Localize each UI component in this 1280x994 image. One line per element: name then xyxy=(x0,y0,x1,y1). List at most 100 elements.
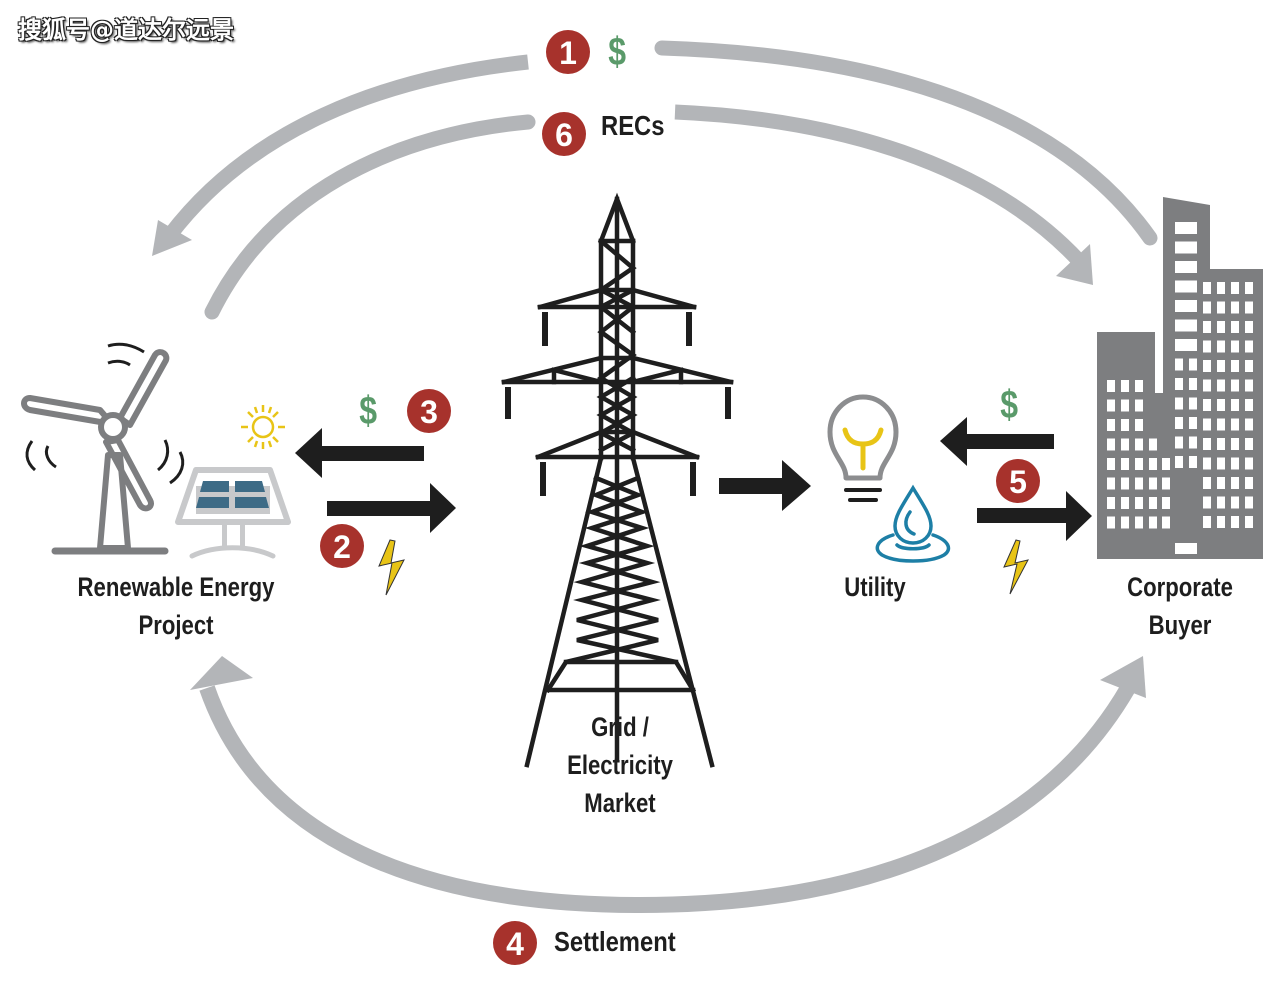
building-window xyxy=(1107,419,1115,431)
flow-arrow-1-payment xyxy=(152,40,1158,256)
arrow-project-to-grid xyxy=(327,483,456,533)
building-window xyxy=(1121,458,1129,470)
building-window xyxy=(1217,340,1225,353)
building-window xyxy=(1231,321,1239,333)
building-window xyxy=(1121,516,1129,529)
building-window xyxy=(1217,477,1225,489)
solar-panel-icon xyxy=(175,467,291,559)
building-window xyxy=(1203,282,1211,294)
wind-turbine-icon xyxy=(21,342,185,555)
lightning-bolt-icon-2 xyxy=(1003,539,1029,595)
building-window xyxy=(1245,399,1253,411)
building-window xyxy=(1107,516,1115,529)
building-window xyxy=(1217,516,1225,528)
building-window xyxy=(1245,516,1253,528)
building-window xyxy=(1245,496,1253,509)
step-number-6: 6 xyxy=(555,117,573,153)
building-window xyxy=(1189,436,1197,449)
building-window xyxy=(1245,301,1253,314)
transmission-tower-icon xyxy=(501,192,734,768)
building-window xyxy=(1175,241,1197,254)
building-window xyxy=(1245,438,1253,450)
sun-icon xyxy=(241,405,285,449)
building-window xyxy=(1175,436,1183,449)
building-window xyxy=(1135,419,1143,431)
building-window xyxy=(1217,321,1225,333)
grid-label: Grid / Electricity Market xyxy=(538,708,702,822)
step-badge-5: 5 xyxy=(996,459,1040,503)
building-window xyxy=(1162,497,1170,509)
step-badge-6: 6 xyxy=(542,112,586,156)
building-window xyxy=(1217,457,1225,470)
building-window xyxy=(1245,418,1253,431)
building-window xyxy=(1175,358,1183,371)
step-badge-4: 4 xyxy=(493,921,537,965)
building-window xyxy=(1245,340,1253,353)
building-window xyxy=(1231,399,1239,411)
building-window xyxy=(1217,399,1225,411)
building-window xyxy=(1175,339,1183,351)
building-window xyxy=(1175,280,1197,293)
office-building-icon xyxy=(1097,197,1263,559)
flow-arrow-4-settlement xyxy=(190,656,1146,914)
project-label: Renewable Energy Project xyxy=(53,568,299,644)
arrow-grid-to-project xyxy=(295,428,424,478)
building-window xyxy=(1203,379,1211,392)
building-window xyxy=(1203,301,1211,314)
buyer-label-line2: Buyer xyxy=(1148,610,1212,640)
dollar-icon-step-5: $ xyxy=(1000,383,1019,427)
building-window xyxy=(1245,360,1253,372)
building-window xyxy=(1175,417,1183,429)
building-window xyxy=(1231,379,1239,392)
building-window xyxy=(1217,418,1225,431)
building-window xyxy=(1162,516,1170,529)
building-window xyxy=(1175,319,1183,332)
building-window xyxy=(1245,321,1253,333)
step-badge-3: 3 xyxy=(407,389,451,433)
step-badge-1: 1 xyxy=(546,30,590,74)
building-window xyxy=(1107,458,1115,470)
building-window xyxy=(1107,497,1115,509)
building-window xyxy=(1203,438,1211,450)
building-window xyxy=(1189,358,1197,371)
dollar-icon-step-3: $ xyxy=(359,389,378,433)
building-window xyxy=(1189,319,1197,332)
building-window xyxy=(1203,496,1211,509)
watermark-text: 搜狐号@道达尔远景 xyxy=(18,16,234,44)
building-window xyxy=(1175,222,1197,234)
building-window xyxy=(1175,261,1197,273)
building-window xyxy=(1217,301,1225,314)
project-label-line1: Renewable Energy xyxy=(77,572,275,602)
building-window xyxy=(1189,339,1197,351)
step-number-3: 3 xyxy=(420,394,438,430)
building-window xyxy=(1175,378,1183,390)
building-window xyxy=(1107,438,1115,451)
building-window xyxy=(1245,379,1253,392)
building-window xyxy=(1189,397,1197,410)
building-window xyxy=(1189,378,1197,390)
step-4-label: Settlement xyxy=(554,926,676,957)
utility-label: Utility xyxy=(809,568,940,606)
building-window xyxy=(1217,282,1225,294)
building-window xyxy=(1203,477,1211,489)
building-window xyxy=(1231,516,1239,528)
step-badge-2: 2 xyxy=(320,524,364,568)
building-window xyxy=(1203,457,1211,470)
building-window xyxy=(1149,438,1157,451)
building-window xyxy=(1231,282,1239,294)
building-window xyxy=(1245,282,1253,294)
flow-arrow-6-recs xyxy=(204,104,1093,320)
building-window xyxy=(1121,438,1129,451)
grid-label-line3: Market xyxy=(584,788,656,818)
water-drop-icon xyxy=(875,484,951,563)
utility-label-text: Utility xyxy=(844,572,906,602)
building-window xyxy=(1121,380,1129,392)
building-window xyxy=(1149,458,1157,470)
building-window xyxy=(1217,360,1225,372)
project-label-line2: Project xyxy=(138,610,214,640)
building-window xyxy=(1121,497,1129,509)
building-window xyxy=(1231,340,1239,353)
building-window xyxy=(1203,321,1211,333)
building-window xyxy=(1121,477,1129,490)
